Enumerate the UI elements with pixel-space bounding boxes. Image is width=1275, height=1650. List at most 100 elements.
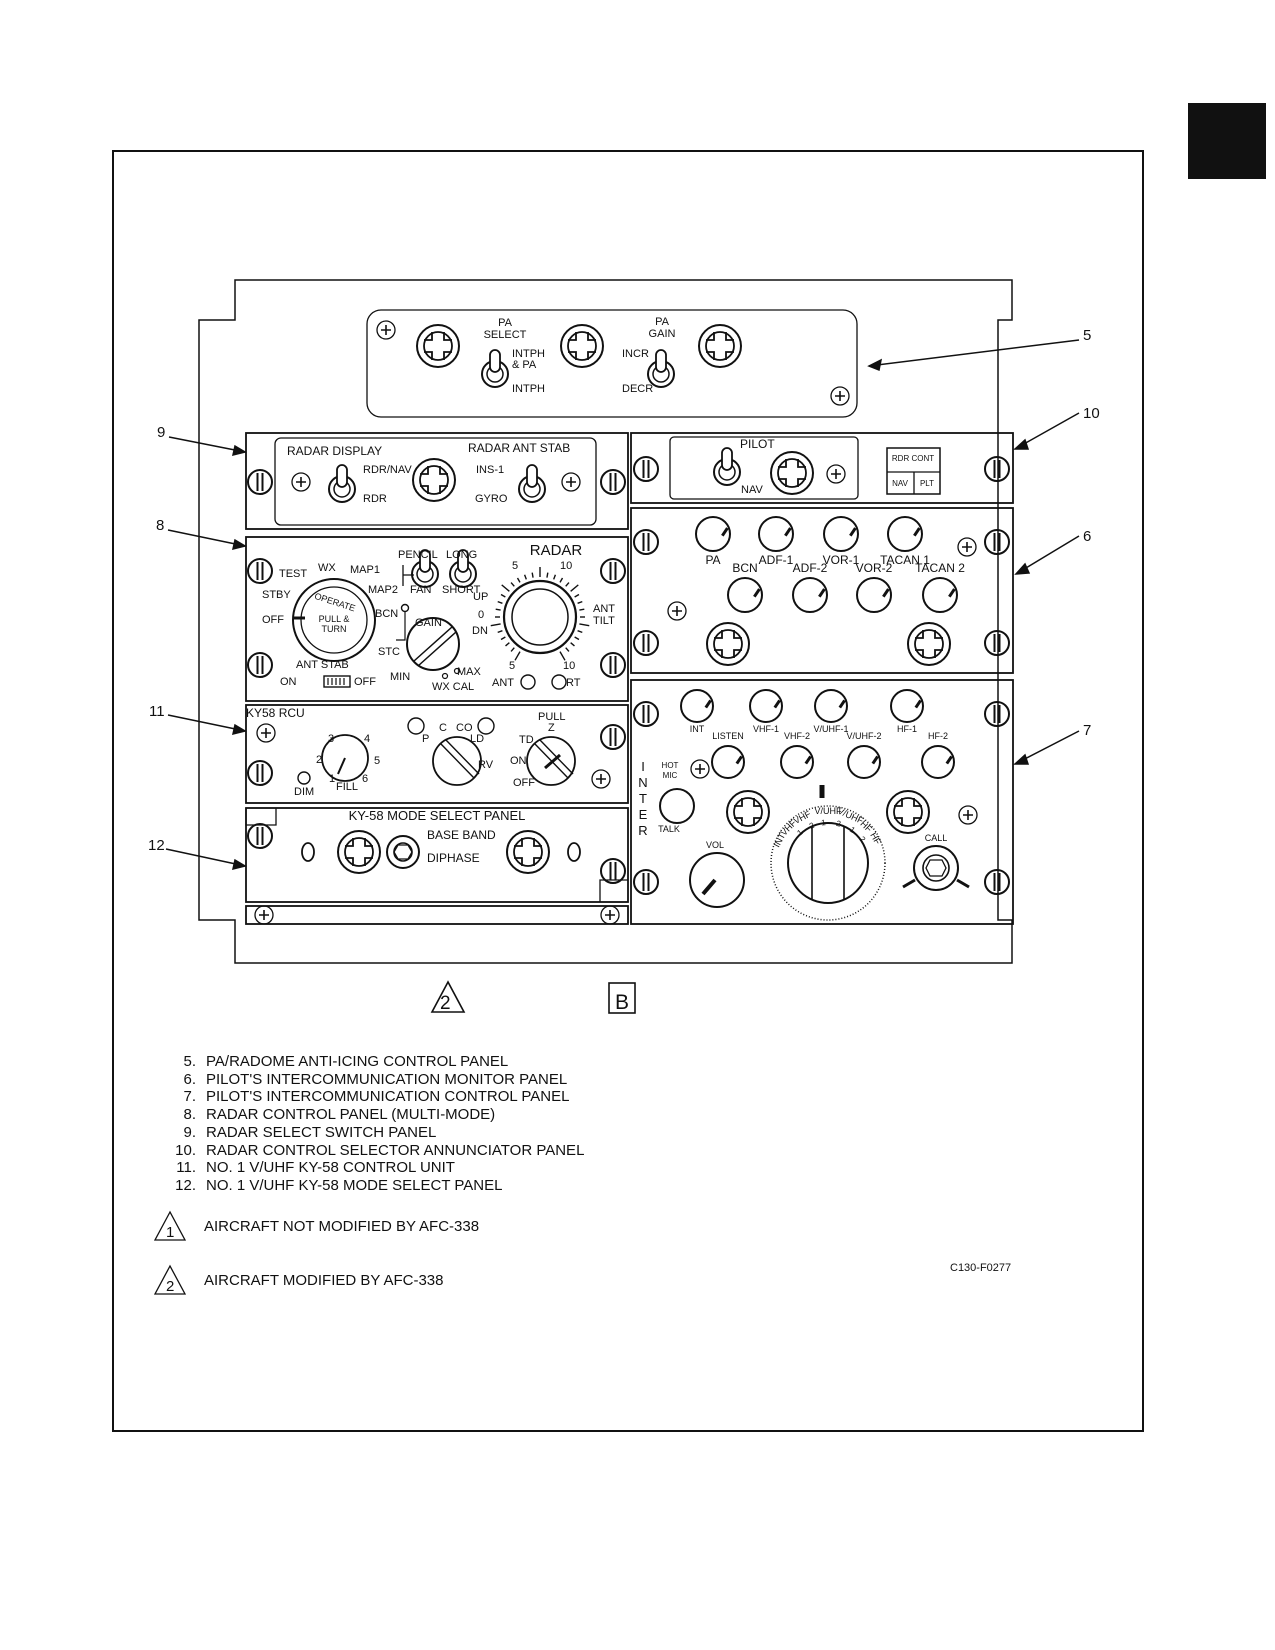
monitor-knob[interactable]	[887, 516, 923, 552]
diagram-label: VOR-1	[823, 553, 860, 567]
diagram-label: TACAN 2	[915, 561, 965, 575]
diagram-label: FAN	[410, 584, 431, 596]
operate-knob	[292, 578, 376, 662]
tilt-scale-tick	[559, 651, 566, 661]
tilt-scale-tick	[559, 577, 564, 583]
legend-number: 8.	[183, 1106, 196, 1124]
listen-knob[interactable]	[921, 745, 955, 779]
diagram-label: LONG	[446, 549, 477, 561]
diagram-label: P	[422, 733, 429, 745]
listen-knob[interactable]	[711, 745, 745, 779]
monitor-knob-pointer	[849, 527, 857, 537]
diagram-label: DIPHASE	[427, 851, 480, 865]
listen-knob[interactable]	[780, 745, 814, 779]
note-triangle-1	[153, 1210, 187, 1241]
tilt-scale-tick	[579, 623, 590, 627]
monitor-knob[interactable]	[856, 577, 892, 613]
monitor-knob[interactable]	[922, 577, 958, 613]
listen-knob-pointer	[773, 699, 781, 709]
diagram-label: INTPH	[512, 383, 545, 395]
monitor-knob-pointer	[882, 588, 890, 598]
call-button[interactable]	[913, 845, 959, 891]
diagram-label: PULL &	[319, 614, 350, 624]
monitor-knob[interactable]	[727, 577, 763, 613]
diagram-label: UP	[473, 591, 488, 603]
callout-number: 7	[1083, 722, 1091, 739]
diagram-label: OFF	[513, 777, 535, 789]
diagram-label: ANT STAB	[296, 659, 349, 671]
panel-9-radar-select	[245, 432, 629, 530]
diagram-label: INTPH	[512, 348, 545, 360]
effectivity-marker-text: B	[615, 991, 629, 1014]
legend-item: 9.RADAR SELECT SWITCH PANEL	[168, 1124, 584, 1142]
diagram-label: STC	[378, 646, 400, 658]
monitor-knob[interactable]	[758, 516, 794, 552]
diagram-label: 4	[364, 733, 370, 745]
listen-knob[interactable]	[814, 689, 848, 723]
diagram-label: VOL	[706, 840, 724, 850]
diagram-label: 3	[328, 733, 334, 745]
diagram-label: RADAR	[530, 542, 583, 559]
legend-item: 6.PILOT'S INTERCOMMUNICATION MONITOR PAN…	[168, 1071, 584, 1089]
diagram-label: LISTEN	[712, 731, 744, 741]
monitor-knob[interactable]	[823, 516, 859, 552]
listen-knob[interactable]	[749, 689, 783, 723]
volume-knob[interactable]	[689, 852, 745, 908]
diagram-label: DN	[472, 625, 488, 637]
talk-button[interactable]	[659, 788, 695, 824]
diagram-label: 2	[835, 819, 842, 829]
radar-ant-stab-toggle	[518, 464, 546, 503]
diagram-label: SHORT	[442, 584, 481, 596]
diagram-label: HF	[868, 831, 883, 847]
legend-item: 10.RADAR CONTROL SELECTOR ANNUNCIATOR PA…	[168, 1142, 584, 1160]
diagram-label: 1	[848, 825, 857, 835]
transmit-selector-knob[interactable]	[787, 822, 869, 904]
listen-knob[interactable]	[680, 689, 714, 723]
note-marker: 1	[166, 1224, 174, 1241]
legend-text: NO. 1 V/UHF KY-58 CONTROL UNIT	[206, 1159, 455, 1177]
listen-knob[interactable]	[847, 745, 881, 779]
monitor-knob[interactable]	[695, 516, 731, 552]
tilt-scale-tick	[574, 636, 580, 641]
tilt-scale-tick	[497, 600, 503, 604]
diagram-label: DIM	[294, 786, 314, 798]
listen-knob[interactable]	[890, 689, 924, 723]
legend-text: PILOT'S INTERCOMMUNICATION MONITOR PANEL	[206, 1070, 568, 1088]
legend-number: 5.	[183, 1053, 196, 1070]
effectivity-marker-text: 2	[440, 993, 451, 1014]
diagram-label: PA	[705, 553, 720, 567]
diagram-label: BCN	[732, 561, 757, 575]
tilt-scale-tick	[565, 647, 570, 652]
ant-tilt-knob	[502, 579, 578, 655]
monitor-knob-pointer	[948, 588, 956, 598]
diagram-label: WX	[318, 562, 336, 574]
monitor-knob-pointer	[913, 527, 921, 537]
power-knob	[526, 736, 576, 786]
effectivity-triangle-2	[430, 980, 466, 1013]
legend-text: PILOT'S INTERCOMMUNICATION CONTROL PANEL	[206, 1088, 570, 1106]
monitor-knob-pointer	[721, 527, 729, 537]
diagram-label: HF-2	[928, 731, 948, 741]
legend-item: 8.RADAR CONTROL PANEL (MULTI-MODE)	[168, 1106, 584, 1124]
diagram-label: INS-1	[476, 464, 504, 476]
legend-item: 11.NO. 1 V/UHF KY-58 CONTROL UNIT	[168, 1159, 584, 1177]
panel-12-ky58-mode-select	[245, 807, 629, 925]
callout-number: 11	[149, 703, 165, 720]
diagram-label: R	[638, 823, 647, 838]
tilt-scale-tick	[565, 582, 570, 587]
diagram-label: VHF-1	[753, 724, 779, 734]
mode-knob	[432, 736, 482, 786]
monitor-knob[interactable]	[792, 577, 828, 613]
callout-number: 9	[157, 424, 165, 441]
diagram-label: BASE BAND	[427, 828, 496, 842]
diagram-label: TEST	[279, 568, 307, 580]
diagram-label: RADAR DISPLAY	[287, 444, 382, 458]
diagram-label: PENCIL	[398, 549, 438, 561]
diagram-label: RV	[478, 759, 494, 771]
diagram-label: TALK	[658, 824, 680, 834]
diagram-label: SELECT	[484, 329, 527, 341]
tilt-scale-tick	[546, 572, 549, 578]
tilt-scale-tick	[577, 600, 583, 604]
monitor-knob-pointer	[784, 527, 792, 537]
